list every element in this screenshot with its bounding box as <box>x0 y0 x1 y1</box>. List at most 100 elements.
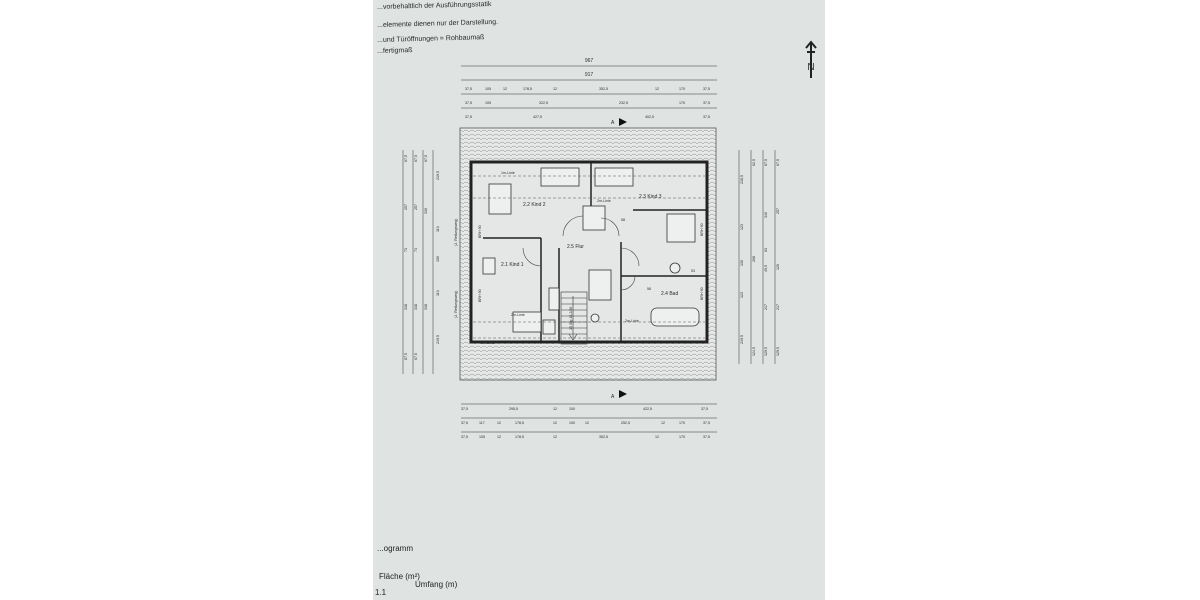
svg-text:37,5: 37,5 <box>703 87 710 91</box>
svg-text:105: 105 <box>485 101 491 105</box>
svg-text:178,5: 178,5 <box>515 421 524 425</box>
svg-text:218,5: 218,5 <box>740 175 744 184</box>
svg-text:217: 217 <box>776 304 780 310</box>
dim-top-total: 967 <box>585 58 594 64</box>
svg-text:257: 257 <box>776 208 780 214</box>
svg-text:170: 170 <box>679 101 685 105</box>
svg-text:338: 338 <box>414 304 418 310</box>
svg-text:232,5: 232,5 <box>619 101 628 105</box>
fixtures <box>482 167 700 335</box>
table-row-1: 1.1 <box>375 588 387 597</box>
label-1m-line-bottom: 1m-Linie <box>481 341 495 345</box>
svg-text:123: 123 <box>740 224 744 230</box>
svg-text:295,5: 295,5 <box>509 407 518 411</box>
svg-text:12: 12 <box>661 421 665 425</box>
svg-text:120: 120 <box>776 264 780 270</box>
svg-text:49,5: 49,5 <box>764 265 768 272</box>
svg-text:37,5: 37,5 <box>703 101 710 105</box>
svg-text:352,5: 352,5 <box>599 435 608 439</box>
inner-dim-58b: 58 <box>647 287 651 291</box>
section-marker-bottom: A <box>611 390 627 400</box>
svg-text:67,5: 67,5 <box>776 159 780 166</box>
svg-text:252,5: 252,5 <box>621 421 630 425</box>
svg-text:170: 170 <box>679 435 685 439</box>
svg-text:113: 113 <box>436 226 440 232</box>
label-2m-line-right: 2m-Linie <box>625 319 639 323</box>
dim-top-row4: 37,5 427,5 402,5 37,5 <box>465 115 710 119</box>
svg-text:37,5: 37,5 <box>703 421 710 425</box>
svg-text:217: 217 <box>764 304 768 310</box>
dim-top-row3: 37,5 105 322,5 232,5 170 37,5 <box>465 101 710 105</box>
label-2m-line-top: 2m-Linie <box>597 199 611 203</box>
svg-text:340: 340 <box>764 212 768 218</box>
svg-text:257: 257 <box>404 204 408 210</box>
inner-dim-58a: 58 <box>621 218 625 222</box>
svg-text:124,5: 124,5 <box>752 347 756 356</box>
north-label: N <box>807 62 814 73</box>
svg-text:330: 330 <box>424 208 428 214</box>
svg-text:113: 113 <box>436 290 440 296</box>
svg-text:105: 105 <box>485 87 491 91</box>
shower-icon <box>582 205 606 231</box>
svg-text:12: 12 <box>503 87 507 91</box>
dim-bottom-row3: 37,5 105 12 178,5 12 352,5 12 170 37,5 <box>461 435 710 439</box>
svg-text:129,5: 129,5 <box>764 347 768 356</box>
svg-text:37,5: 37,5 <box>703 435 710 439</box>
svg-text:150: 150 <box>436 256 440 262</box>
stairs-label: 15 Stg 18,2/26 <box>569 307 573 330</box>
svg-text:402,5: 402,5 <box>645 115 654 119</box>
svg-text:130: 130 <box>740 260 744 266</box>
svg-text:62,5: 62,5 <box>752 159 756 166</box>
dimension-lines <box>402 65 776 433</box>
svg-text:12: 12 <box>497 421 501 425</box>
room-bad: 2.4 Bad <box>661 291 678 297</box>
height-lines <box>473 175 705 339</box>
svg-text:178,5: 178,5 <box>523 87 532 91</box>
svg-text:352,5: 352,5 <box>599 87 608 91</box>
svg-text:12: 12 <box>585 421 589 425</box>
svg-text:12: 12 <box>553 407 557 411</box>
svg-text:268: 268 <box>752 256 756 262</box>
dim-right-col3: 87,5 340 63 49,5 217 129,5 <box>764 159 768 356</box>
svg-text:170: 170 <box>679 87 685 91</box>
svg-text:100: 100 <box>569 407 575 411</box>
room-kind-1: 2.1 Kind 1 <box>501 262 524 268</box>
svg-text:338: 338 <box>404 304 408 310</box>
room-kind-2: 2.2 Kind 2 <box>523 202 546 208</box>
svg-text:100: 100 <box>569 421 575 425</box>
svg-text:219,5: 219,5 <box>740 335 744 344</box>
brh-right-bottom: BRH 90 <box>700 287 704 300</box>
brh-right-top: BRH 90 <box>700 223 704 236</box>
shower-icon-2 <box>588 269 612 301</box>
svg-text:12: 12 <box>553 421 557 425</box>
svg-text:257: 257 <box>414 204 418 210</box>
svg-text:37,5: 37,5 <box>465 115 472 119</box>
svg-text:37,5: 37,5 <box>703 115 710 119</box>
svg-text:338: 338 <box>424 304 428 310</box>
svg-text:67,5: 67,5 <box>414 353 418 360</box>
dim-bottom-row1: 37,5 295,5 12 100 422,5 37,5 <box>461 407 708 411</box>
svg-text:105: 105 <box>479 435 485 439</box>
svg-text:37,5: 37,5 <box>465 87 472 91</box>
svg-text:219,5: 219,5 <box>436 335 440 344</box>
svg-text:117: 117 <box>479 421 485 425</box>
svg-text:12: 12 <box>655 435 659 439</box>
toilet-icon <box>590 313 600 323</box>
label-2m-line-mid: 2m-Linie <box>511 313 525 317</box>
north-arrow-icon: N <box>805 40 817 78</box>
svg-text:63: 63 <box>764 248 768 252</box>
table-col-area: Fläche (m²) <box>379 572 420 581</box>
inner-dim-53: 53 <box>691 269 695 273</box>
svg-text:73: 73 <box>414 248 418 252</box>
svg-text:427,5: 427,5 <box>533 115 542 119</box>
dim-left-col4: 67,5 257 73 338 87,5 <box>404 155 408 360</box>
svg-text:322,5: 322,5 <box>539 101 548 105</box>
dim-right-col4: 67,5 257 120 217 129,5 <box>776 159 780 356</box>
svg-text:A: A <box>611 394 615 400</box>
svg-text:129,5: 129,5 <box>776 347 780 356</box>
svg-text:37,5: 37,5 <box>461 421 468 425</box>
svg-text:37,5: 37,5 <box>461 435 468 439</box>
staircase-icon <box>560 291 588 345</box>
svg-text:67,5: 67,5 <box>424 155 428 162</box>
svg-text:37,5: 37,5 <box>465 101 472 105</box>
